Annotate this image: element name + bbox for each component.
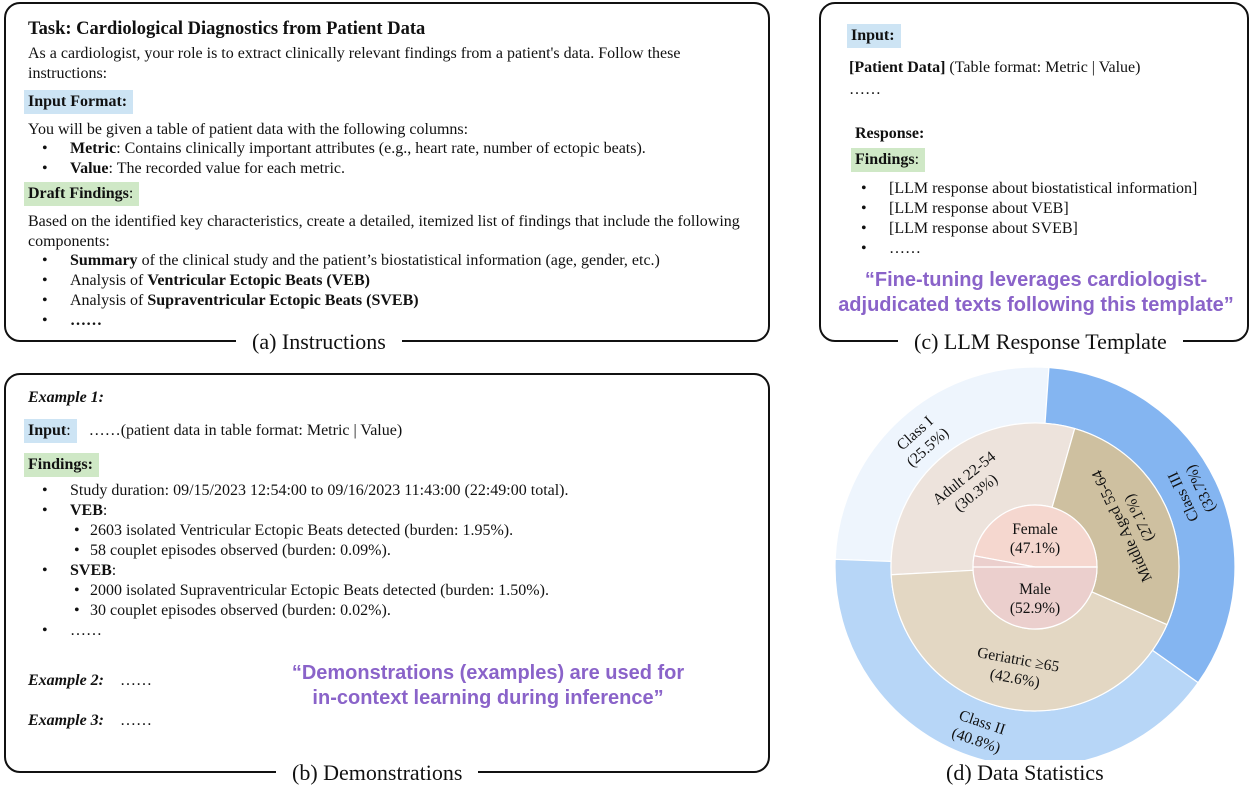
- input-row: Input: ……(patient data in table format: …: [24, 419, 402, 443]
- patient-data-line: [Patient Data] (Table format: Metric | V…: [849, 59, 1141, 76]
- slice-male: [972, 555, 1098, 630]
- list-item: Metric: Contains clinically important at…: [42, 139, 646, 159]
- list-item: 30 couplet episodes observed (burden: 0.…: [74, 601, 569, 621]
- list-item: 2603 isolated Ventricular Ectopic Beats …: [74, 521, 569, 541]
- template-findings-tag: Findings:: [851, 148, 926, 172]
- template-quote: “Fine-tuning leverages cardiologist- adj…: [838, 269, 1234, 316]
- draft-findings-tag: Draft Findings:: [24, 182, 140, 206]
- template-findings-list: [LLM response about biostatistical infor…: [861, 179, 1197, 259]
- example-2-row: Example 2: ……: [28, 671, 152, 691]
- example-3-label: Example 3:: [28, 712, 104, 729]
- list-item: Analysis of Supraventricular Ectopic Bea…: [42, 291, 660, 311]
- findings-tag: Findings:: [24, 453, 99, 477]
- instructions-panel: Task: Cardiological Diagnostics from Pat…: [4, 2, 770, 342]
- example-3-row: Example 3: ……: [28, 711, 152, 731]
- sunburst-chart: Class I(25.5%)Class II(40.8%)Class III(3…: [834, 366, 1236, 765]
- slice-label: Female(47.1%): [1010, 521, 1060, 557]
- list-item: ……: [42, 311, 660, 331]
- input-format-text: You will be given a table of patient dat…: [28, 121, 469, 138]
- list-item: ……: [861, 239, 1197, 259]
- input-format-tag: Input Format:: [24, 90, 134, 114]
- list-item: Analysis of Ventricular Ectopic Beats (V…: [42, 271, 660, 291]
- list-item: Summary of the clinical study and the pa…: [42, 251, 660, 271]
- input-text: ……(patient data in table format: Metric …: [88, 422, 403, 439]
- list-item: ……: [42, 621, 569, 641]
- patient-data-dots: ……: [849, 81, 881, 98]
- response-label: Response:: [855, 125, 925, 142]
- list-item: SVEB: 2000 isolated Supraventricular Ect…: [42, 561, 569, 621]
- slice-label: Male(52.9%): [1010, 581, 1060, 617]
- list-item: Value: The recorded value for each metri…: [42, 159, 646, 179]
- list-item: [LLM response about VEB]: [861, 199, 1197, 219]
- draft-findings-text: Based on the identified key characterist…: [28, 213, 740, 250]
- instructions-intro: As a cardiologist, your role is to extra…: [28, 45, 681, 82]
- example-3-text: ……: [120, 712, 152, 729]
- example-2-label: Example 2:: [28, 672, 104, 689]
- list-item: Study duration: 09/15/2023 12:54:00 to 0…: [42, 481, 568, 501]
- list-item: 58 couplet episodes observed (burden: 0.…: [74, 541, 569, 561]
- template-panel: Input: [Patient Data] (Table format: Met…: [819, 2, 1249, 342]
- caption-instructions: (a) Instructions: [236, 329, 402, 355]
- component-list: Summary of the clinical study and the pa…: [42, 251, 660, 331]
- list-item: [LLM response about biostatistical infor…: [861, 179, 1197, 199]
- example-1-label: Example 1:: [28, 389, 104, 406]
- instructions-title: Task: Cardiological Diagnostics from Pat…: [28, 19, 426, 39]
- template-input-tag: Input:: [847, 24, 901, 48]
- column-list: Metric: Contains clinically important at…: [42, 139, 646, 179]
- example-2-text: ……: [120, 672, 152, 689]
- list-item: [LLM response about SVEB]: [861, 219, 1197, 239]
- caption-template: (c) LLM Response Template: [898, 329, 1183, 355]
- caption-demonstrations: (b) Demonstrations: [276, 760, 479, 786]
- slice-female: [973, 504, 1098, 568]
- list-item: VEB: 2603 isolated Ventricular Ectopic B…: [42, 501, 569, 561]
- input-tag: Input:: [24, 419, 77, 443]
- demonstrations-quote: “Demonstrations (examples) are used for …: [291, 662, 685, 709]
- list-item: 2000 isolated Supraventricular Ectopic B…: [74, 581, 569, 601]
- caption-stats: (d) Data Statistics: [930, 760, 1120, 786]
- demonstrations-panel: Example 1: Input: ……(patient data in tab…: [4, 373, 770, 773]
- findings-list: Study duration: 09/15/2023 12:54:00 to 0…: [42, 481, 569, 641]
